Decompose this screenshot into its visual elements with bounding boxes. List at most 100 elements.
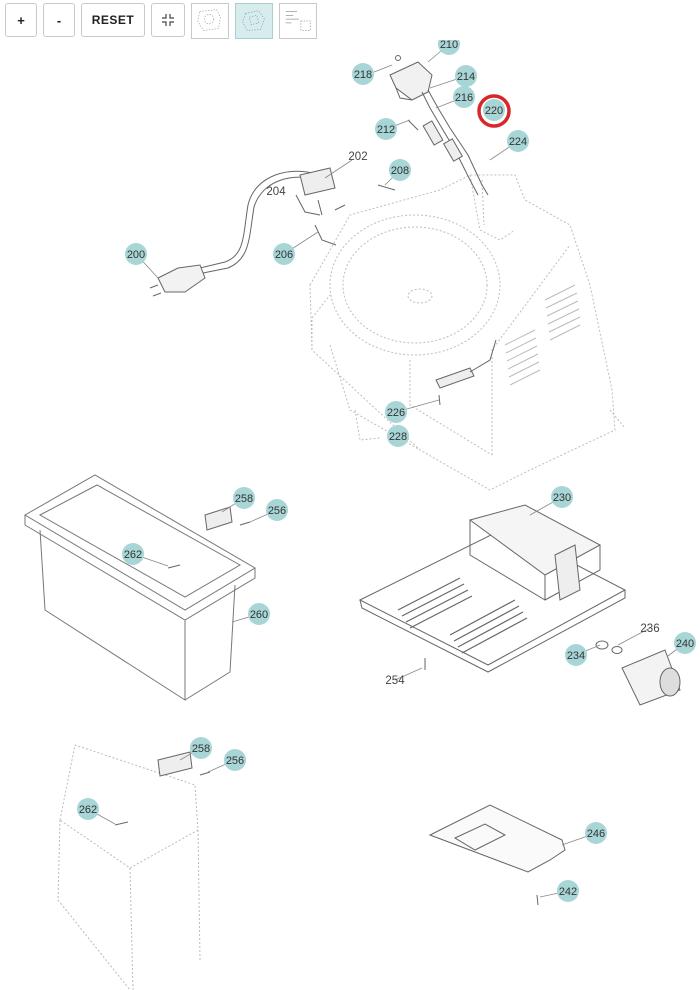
part-label-204[interactable]: 204 [266,186,286,198]
callout-label: 224 [509,136,527,148]
thumbnail-2[interactable] [235,3,273,39]
part-label-236[interactable]: 236 [640,623,659,635]
callout-badge [438,40,460,55]
callout-badge [125,243,147,265]
callout-label: 218 [354,69,372,81]
callout-label: 258 [235,493,253,505]
callout-210[interactable]: 210 [438,40,460,55]
callout-260[interactable]: 260 [248,603,270,625]
tub-bracket-drawing [167,506,251,569]
callout-badge [77,798,99,820]
callout-label: 256 [226,755,244,767]
callout-label: 220 [485,105,503,117]
callout-256a[interactable]: 256 [266,499,288,521]
callout-214[interactable]: 214 [455,65,477,87]
callout-262a[interactable]: 262 [122,543,144,565]
machine-body-drawing [309,174,626,491]
fit-to-screen-button[interactable] [151,3,185,37]
zoom-out-button[interactable]: - [43,3,75,37]
callout-label: 256 [268,505,286,517]
bottom-plate-drawing [428,804,566,906]
callout-220[interactable]: 220 [483,99,505,121]
callout-226[interactable]: 226 [385,401,407,423]
thumbnail-1[interactable] [191,3,229,39]
capacitor-drawing [424,640,681,706]
power-cord-drawing [149,167,396,297]
callout-label: 214 [457,71,475,83]
base-plate-drawing [358,504,627,673]
machine-vents [504,284,581,386]
callout-badge [266,499,288,521]
callout-label: 234 [567,650,585,662]
callout-badge [674,632,696,654]
base-vents [397,577,528,654]
callout-badge [557,880,579,902]
callout-label: 200 [127,249,145,261]
diagram-thumbnail-icon [285,11,311,31]
diagram-thumbnail-icon [242,10,265,31]
fit-to-screen-icon [162,14,174,26]
callout-label: 262 [79,804,97,816]
callout-240[interactable]: 240 [674,632,696,654]
callout-label: 242 [559,886,577,898]
callout-badge [122,543,144,565]
callout-badge [273,243,295,265]
tub-drawing [24,474,256,701]
callout-badge [224,749,246,771]
callout-layer: 210 218 214 216 220 212 224 208 200 206 226 228 258 2… [77,40,696,902]
callout-badge [387,425,409,447]
thumbnail-3[interactable] [279,3,317,39]
callout-badge [190,737,212,759]
callout-label: 262 [124,549,142,561]
callout-badge [453,86,475,108]
callout-badge [385,401,407,423]
callout-218[interactable]: 218 [352,63,374,85]
part-label-202[interactable]: 202 [348,151,367,163]
callout-label: 240 [676,638,694,650]
callout-badge [233,487,255,509]
callout-label: 210 [440,40,458,51]
callout-200[interactable]: 200 [125,243,147,265]
callout-230[interactable]: 230 [551,486,573,508]
callout-206[interactable]: 206 [273,243,295,265]
callout-212[interactable]: 212 [375,118,397,140]
callout-label: 226 [387,407,405,419]
viewer-toolbar: + - RESET [5,3,317,39]
callout-badge [248,603,270,625]
zoom-in-button[interactable]: + [5,3,37,37]
callout-258b[interactable]: 258 [190,737,212,759]
cable-assembly-drawing [389,55,489,196]
callout-label: 260 [250,609,268,621]
callout-234[interactable]: 234 [565,644,587,666]
reset-button[interactable]: RESET [81,3,145,37]
callout-label: 258 [192,743,210,755]
plain-label-layer: 202 204 236 254 [266,151,659,687]
callout-258a[interactable]: 258 [233,487,255,509]
exploded-parts-diagram: 210 218 214 216 220 212 224 208 200 206 226 228 258 2… [24,40,696,990]
callout-242[interactable]: 242 [557,880,579,902]
callout-216[interactable]: 216 [453,86,475,108]
callout-badge [551,486,573,508]
callout-246[interactable]: 246 [585,822,607,844]
callout-badge [483,99,505,121]
callout-256b[interactable]: 256 [224,749,246,771]
cover-drawing [57,744,201,990]
callout-label: 230 [553,492,571,504]
callout-208[interactable]: 208 [389,159,411,181]
diagram-thumbnail-icon [197,9,221,31]
highlight-ring [477,94,511,128]
part-label-254[interactable]: 254 [385,675,405,687]
callout-label: 246 [587,828,605,840]
callout-228[interactable]: 228 [387,425,409,447]
callout-badge [352,63,374,85]
callout-badge [389,159,411,181]
callout-badge [375,118,397,140]
callout-label: 208 [391,165,409,177]
callout-label: 216 [455,92,473,104]
callout-262b[interactable]: 262 [77,798,99,820]
callout-badge [455,65,477,87]
callout-224[interactable]: 224 [507,130,529,152]
callout-label: 212 [377,124,395,136]
callout-label: 228 [389,431,407,443]
switch-part-drawing [435,339,497,406]
